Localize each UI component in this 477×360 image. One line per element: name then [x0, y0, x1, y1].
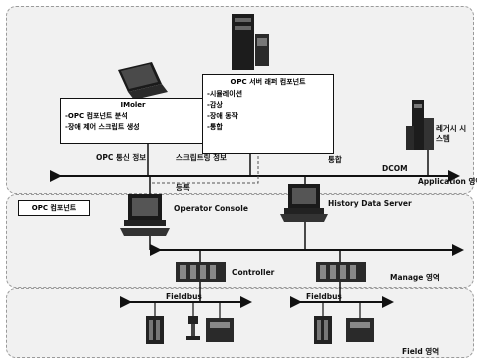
field-device-rack-icon-right [314, 316, 332, 344]
opc-server-item: -감상 [207, 100, 333, 111]
history-server-icon [280, 184, 328, 222]
laptop-icon [118, 62, 168, 100]
operator-console-icon [120, 194, 170, 236]
apply-label-right: 통합 [328, 154, 342, 165]
field-device-rack-icon [146, 316, 164, 344]
imoler-title: IMoler [61, 101, 205, 109]
legacy-system-label: 레거시 시스템 [436, 124, 470, 144]
history-server-label: History Data Server [328, 199, 412, 208]
fieldbus-label-left: Fieldbus [166, 292, 202, 301]
imoler-item: -OPC 컴포넌트 분석 [65, 111, 205, 122]
field-sensor-icon [186, 316, 200, 340]
opc-server-item: -통합 [207, 122, 333, 133]
opc-comm-info-label: OPC 통신 정보 [96, 152, 146, 163]
opc-server-item: -장애 동작 [207, 111, 333, 122]
opc-component-label: OPC 컴포넌트 [32, 204, 76, 212]
server-tower-icon [232, 14, 269, 70]
dcom-label: DCOM [382, 164, 408, 173]
controller-label: Controller [232, 268, 274, 277]
opc-server-title: OPC 서버 래퍼 컴포넌트 [203, 77, 333, 87]
script-info-label: 스크립트링 정보 [176, 152, 227, 163]
imoler-item: -장애 제어 스크립트 생성 [65, 122, 205, 133]
opc-server-item: -시뮬레이션 [207, 89, 333, 100]
imoler-box: IMoler -OPC 컴포넌트 분석 -장애 제어 스크립트 생성 [60, 98, 206, 144]
field-zone-label: Field 영역 [402, 346, 439, 357]
legacy-tower-icon [406, 100, 434, 150]
operator-console-label: Operator Console [174, 204, 248, 213]
manage-zone-label: Manage 영역 [390, 272, 440, 283]
application-zone-label: Application 영역 [418, 176, 477, 187]
apply-label-left: 등록 [176, 182, 190, 193]
field-drive-icon [206, 318, 234, 342]
fieldbus-label-right: Fieldbus [306, 292, 342, 301]
controller-icon-right [316, 262, 366, 282]
field-drive-icon-right [346, 318, 374, 342]
controller-icon-left [176, 262, 226, 282]
opc-server-wrapper-box: OPC 서버 래퍼 컴포넌트 -시뮬레이션 -감상 -장애 동작 -통합 [202, 74, 334, 154]
opc-component-box: OPC 컴포넌트 [18, 200, 90, 216]
